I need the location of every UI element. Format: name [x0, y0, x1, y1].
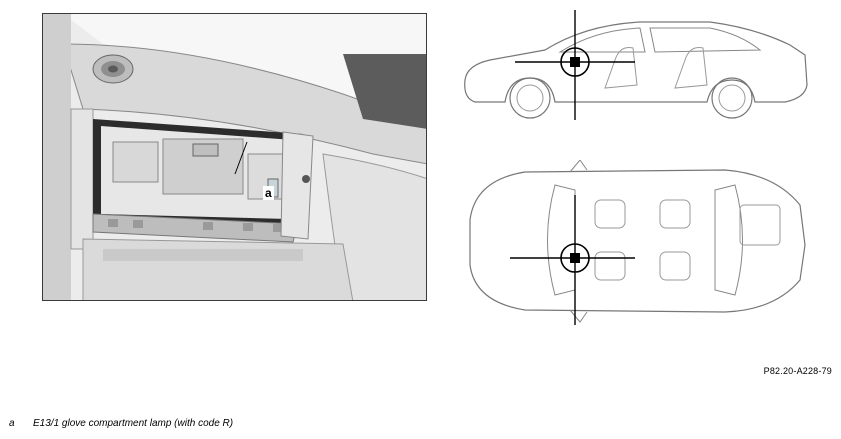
vehicle-top-view	[469, 160, 806, 325]
figure-id: P82.20-A228-79	[763, 366, 832, 376]
vehicle-side-view	[464, 10, 808, 120]
glove-compartment-illustration	[43, 14, 426, 300]
legend: a E13/1 glove compartment lamp (with code…	[9, 418, 233, 429]
callout-label-a: a	[263, 186, 274, 200]
legend-text-a: E13/1 glove compartment lamp (with code …	[33, 418, 234, 429]
legend-key-a: a	[9, 418, 15, 429]
detail-view-frame: a	[42, 13, 427, 301]
